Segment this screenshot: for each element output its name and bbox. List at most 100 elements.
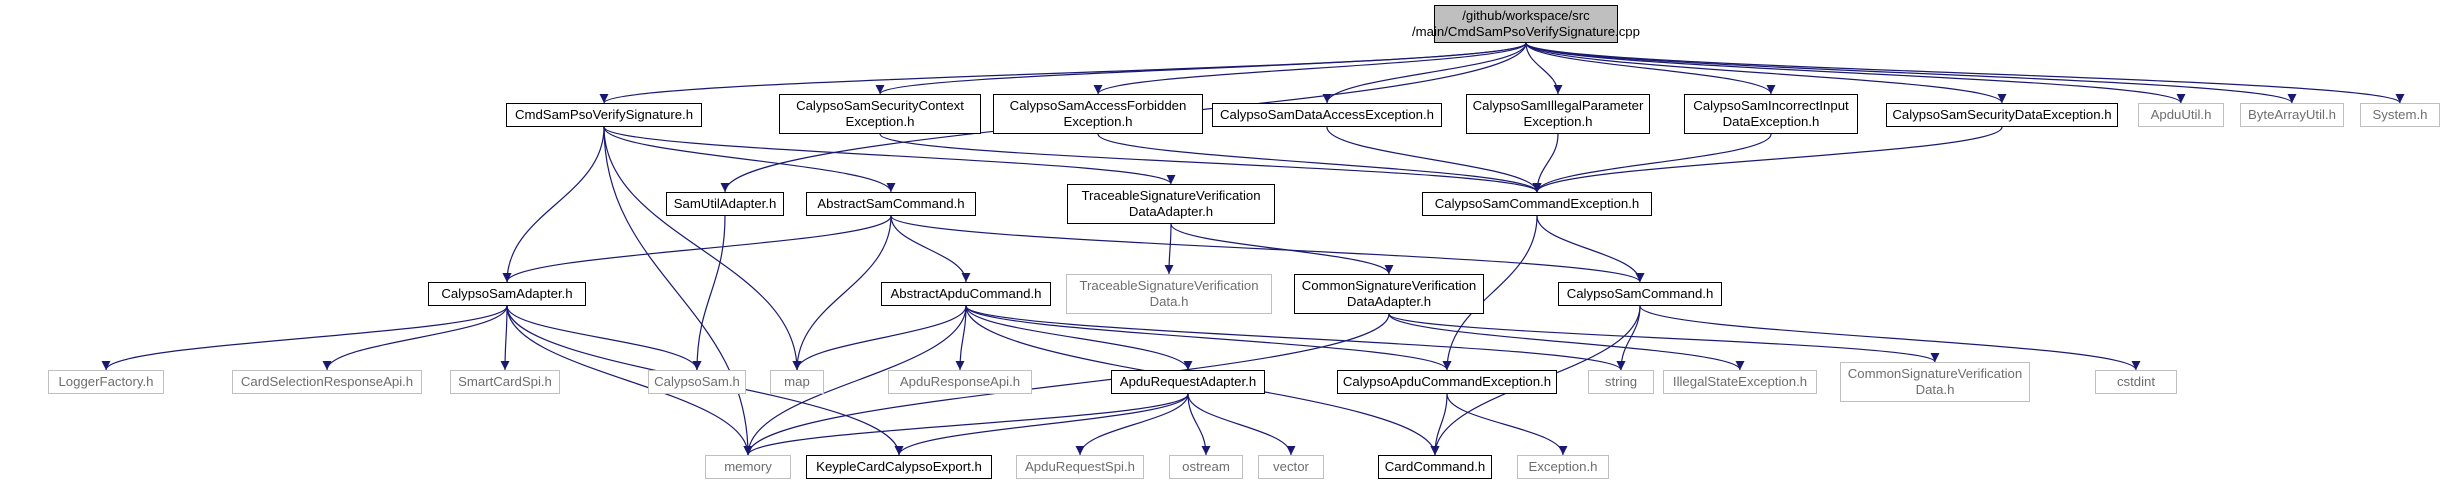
node-label: cstdint xyxy=(2116,374,2156,389)
edge-common_adapter-to-illegal_state xyxy=(1388,313,1745,371)
node-label: ApduResponseApi.h xyxy=(899,374,1021,389)
node-label: IllegalStateException.h xyxy=(1672,374,1808,389)
edge-apdu_req_adapter-to-vector xyxy=(1187,393,1296,456)
edge-sam_cmd_exc-to-apdu_cmd_exc xyxy=(1442,215,1538,371)
node-label: SmartCardSpi.h xyxy=(458,374,552,389)
edge-root-to-access_forbidden xyxy=(1093,42,1527,95)
edge-sam_adapter-to-memory xyxy=(506,305,753,456)
node-common-signature-verification-data-h: CommonSignatureVerification Data.h xyxy=(1840,362,2030,402)
node-label: ApduUtil.h xyxy=(2150,107,2212,122)
node-label: System.h xyxy=(2372,107,2428,122)
node-apdu-util-h: ApduUtil.h xyxy=(2138,103,2224,127)
node-system-h: System.h xyxy=(2360,103,2440,127)
node-cmd-sam-pso-verify-signature-h[interactable]: CmdSamPsoVerifySignature.h xyxy=(506,103,702,127)
node-label: CalypsoSamSecurityContext Exception.h xyxy=(796,98,964,129)
node-label: SamUtilAdapter.h xyxy=(673,196,777,211)
node-calypso-sam-security-data-exception-h[interactable]: CalypsoSamSecurityDataException.h xyxy=(1886,103,2118,127)
node-label: map xyxy=(784,374,810,389)
node-byte-array-util-h: ByteArrayUtil.h xyxy=(2240,103,2344,127)
node-calypso-sam-incorrect-input-data-exception-h[interactable]: CalypsoSamIncorrectInput DataException.h xyxy=(1684,94,1858,134)
node-card-command-h[interactable]: CardCommand.h xyxy=(1378,455,1492,479)
node-label: CalypsoApduCommandException.h xyxy=(1342,374,1552,389)
node-abstract-sam-command-h[interactable]: AbstractSamCommand.h xyxy=(806,192,976,216)
node-label: CalypsoSamSecurityDataException.h xyxy=(1892,107,2112,122)
node-calypso-sam-h: CalypsoSam.h xyxy=(648,370,746,394)
node-common-signature-verification-data-adapter-h[interactable]: CommonSignatureVerification DataAdapter.… xyxy=(1294,274,1484,314)
edge-traceable_adapter-to-traceable_data xyxy=(1164,223,1174,275)
node-label: ApduRequestAdapter.h xyxy=(1119,374,1257,389)
node-label: memory xyxy=(724,459,772,474)
node-calypso-sam-command-exception-h[interactable]: CalypsoSamCommandException.h xyxy=(1422,192,1652,216)
edge-incorrect_input-to-sam_cmd_exc xyxy=(1532,133,1772,193)
edge-apdu_req_adapter-to-memory xyxy=(743,393,1189,456)
node-label: CardSelectionResponseApi.h xyxy=(240,374,414,389)
node-label: ostream xyxy=(1182,459,1230,474)
edge-root-to-sec_ctx xyxy=(875,42,1527,95)
node-calypso-sam-security-context-exception-h[interactable]: CalypsoSamSecurityContext Exception.h xyxy=(779,94,981,134)
node-logger-factory-h: LoggerFactory.h xyxy=(48,370,164,394)
node-memory: memory xyxy=(705,455,791,479)
node-label: CalypsoSamIncorrectInput DataException.h xyxy=(1693,98,1849,129)
edge-sam_adapter-to-calypso_sam xyxy=(506,305,702,371)
edge-apdu_req_adapter-to-apdu_req_spi xyxy=(1075,393,1189,456)
edge-abstract_sam_cmd-to-sam_command xyxy=(890,215,1645,283)
edge-abstract_sam_cmd-to-map xyxy=(792,215,892,371)
edge-sec_ctx-to-sam_cmd_exc xyxy=(879,133,1542,193)
edge-sam_command-to-string xyxy=(1616,305,1641,371)
node-map: map xyxy=(770,370,824,394)
edge-root-to-bytearray_util xyxy=(1525,42,2297,104)
node-label: CmdSamPsoVerifySignature.h xyxy=(514,107,694,122)
node-sam-util-adapter-h[interactable]: SamUtilAdapter.h xyxy=(666,192,784,216)
edge-abstract_sam_cmd-to-sam_adapter xyxy=(502,215,892,283)
node-label: string xyxy=(1604,374,1638,389)
node-label: CardCommand.h xyxy=(1384,459,1486,474)
node-traceable-signature-verification-data-h: TraceableSignatureVerification Data.h xyxy=(1066,274,1272,314)
edge-cmd_h-to-traceable_adapter xyxy=(603,126,1176,185)
edge-access_forbidden-to-sam_cmd_exc xyxy=(1097,133,1542,193)
node-calypso-sam-data-access-exception-h[interactable]: CalypsoSamDataAccessException.h xyxy=(1212,103,1442,127)
node-label: CommonSignatureVerification DataAdapter.… xyxy=(1301,278,1477,309)
node-label: LoggerFactory.h xyxy=(58,374,154,389)
node-string: string xyxy=(1588,370,1654,394)
node-label: TraceableSignatureVerification Data.h xyxy=(1079,278,1259,309)
edge-abstract_sam_cmd-to-abstract_apdu_cmd xyxy=(890,215,971,283)
node-label: CalypsoSamAdapter.h xyxy=(441,286,573,301)
node-traceable-signature-verification-data-adapter-h[interactable]: TraceableSignatureVerification DataAdapt… xyxy=(1067,184,1275,224)
node-label: KeypleCardCalypsoExport.h xyxy=(816,459,982,474)
edge-data_access-to-sam_cmd_exc xyxy=(1326,126,1542,193)
node-label: CommonSignatureVerification Data.h xyxy=(1847,366,2023,397)
node-apdu-response-api-h: ApduResponseApi.h xyxy=(888,370,1032,394)
edge-root-to-apdu_util xyxy=(1525,42,2186,104)
edge-abstract_apdu_cmd-to-string xyxy=(965,305,1626,371)
node-vector: vector xyxy=(1258,455,1324,479)
node-calypso-sam-access-forbidden-exception-h[interactable]: CalypsoSamAccessForbidden Exception.h xyxy=(993,94,1203,134)
node-label: vector xyxy=(1273,459,1309,474)
node-label: TraceableSignatureVerification DataAdapt… xyxy=(1081,188,1261,219)
edge-abstract_apdu_cmd-to-apdu_resp_api xyxy=(955,305,967,371)
node-label: CalypsoSamCommand.h xyxy=(1566,286,1714,301)
edge-sam_command-to-cstdint xyxy=(1639,305,2141,371)
edge-common_adapter-to-memory xyxy=(743,313,1390,456)
node-label: ApduRequestSpi.h xyxy=(1025,459,1135,474)
edges-layer xyxy=(101,42,2405,456)
edge-traceable_adapter-to-common_adapter xyxy=(1170,223,1394,275)
node-label: CalypsoSamAccessForbidden Exception.h xyxy=(1009,98,1187,129)
node-abstract-apdu-command-h[interactable]: AbstractApduCommand.h xyxy=(881,282,1051,306)
node-calypso-sam-command-h[interactable]: CalypsoSamCommand.h xyxy=(1558,282,1722,306)
edge-cmd_h-to-abstract_sam_cmd xyxy=(603,126,896,193)
edge-apdu_req_adapter-to-keyple_export xyxy=(894,393,1189,456)
node-apdu-request-adapter-h[interactable]: ApduRequestAdapter.h xyxy=(1111,370,1265,394)
node-label: CalypsoSamDataAccessException.h xyxy=(1219,107,1435,122)
edge-sam_adapter-to-logger xyxy=(101,305,508,371)
edge-abstract_apdu_cmd-to-map xyxy=(792,305,967,371)
node-calypso-apdu-command-exception-h[interactable]: CalypsoApduCommandException.h xyxy=(1337,370,1557,394)
edge-abstract_apdu_cmd-to-apdu_req_adapter xyxy=(965,305,1193,371)
edge-abstract_apdu_cmd-to-apdu_cmd_exc xyxy=(965,305,1452,371)
node-calypso-sam-illegal-parameter-exception-h[interactable]: CalypsoSamIllegalParameter Exception.h xyxy=(1466,94,1650,134)
node-calypso-sam-adapter-h[interactable]: CalypsoSamAdapter.h xyxy=(428,282,586,306)
edge-apdu_cmd_exc-to-card_command xyxy=(1430,393,1448,456)
edge-root-to-incorrect_input xyxy=(1525,42,1776,95)
node-keyple-card-calypso-export-h[interactable]: KeypleCardCalypsoExport.h xyxy=(806,455,992,479)
node-label: AbstractSamCommand.h xyxy=(817,196,965,211)
